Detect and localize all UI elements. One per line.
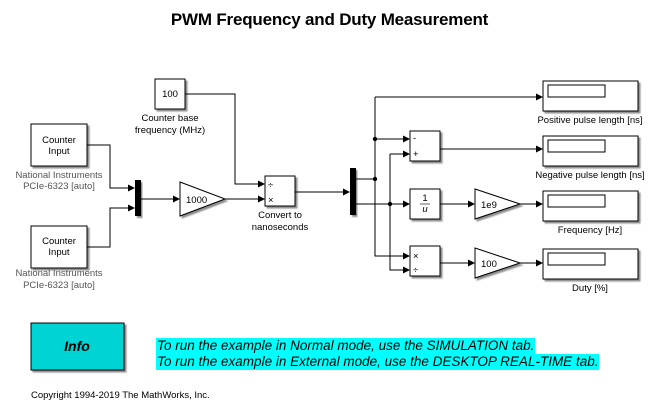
counter-input-1-caption: National Instruments <box>15 170 102 181</box>
info-annotation: To run the example in Normal mode, use t… <box>156 338 600 370</box>
counter-input-1-label-line1: Counter <box>42 135 76 146</box>
wire-counter2-mux[interactable] <box>87 207 131 248</box>
counter-input-2-label-line2: Input <box>48 247 69 258</box>
gain-block-1e9[interactable]: 1e9 <box>474 188 522 220</box>
display-positive-pulse[interactable]: Positive pulse length [ns] <box>537 80 643 126</box>
counter-input-2-caption2: PCIe-6323 [auto] <box>23 280 95 291</box>
reciprocal-denominator: u <box>422 204 428 215</box>
subtract-minus-port: - <box>413 133 416 144</box>
display-negative-pulse[interactable]: Negative pulse length [ns] <box>535 135 645 181</box>
counter-input-2-caption: National Instruments <box>15 268 102 279</box>
info-button[interactable]: Info <box>30 322 125 371</box>
info-line-normal-mode: To run the example in Normal mode, use t… <box>156 338 536 354</box>
signal-lines <box>87 93 543 274</box>
gain-block-1000[interactable]: 1000 <box>179 181 227 217</box>
gain-100-value: 100 <box>481 259 497 270</box>
counter-input-1-caption2: PCIe-6323 [auto] <box>23 181 95 192</box>
convert-divide-port: ÷ <box>268 180 273 191</box>
convert-caption2: nanoseconds <box>252 222 309 233</box>
reciprocal-block[interactable]: 1 u <box>409 188 441 220</box>
mux-block[interactable] <box>135 180 141 216</box>
counter-input-block-2[interactable]: Counter Input National Instruments PCIe-… <box>15 225 103 291</box>
gain-block-100[interactable]: 100 <box>474 247 522 279</box>
wire-constant-convert[interactable] <box>185 93 260 185</box>
display-duty[interactable]: Duty [%] <box>542 248 639 294</box>
subtract-plus-port: + <box>413 149 419 160</box>
gain-1e9-value: 1e9 <box>481 200 497 211</box>
counter-input-block-1[interactable]: Counter Input National Instruments PCIe-… <box>15 123 103 192</box>
display-negative-caption: Negative pulse length [ns] <box>535 170 644 181</box>
display-positive-caption: Positive pulse length [ns] <box>537 115 642 126</box>
info-button-label: Info <box>64 338 90 354</box>
copyright-notice: Copyright 1994-2019 The MathWorks, Inc. <box>31 390 210 401</box>
display-frequency-caption: Frequency [Hz] <box>558 225 622 236</box>
model-title: PWM Frequency and Duty Measurement <box>170 10 489 29</box>
duty-product-block[interactable]: × ÷ <box>409 245 441 277</box>
display-readout <box>547 139 606 153</box>
constant-value: 100 <box>162 89 178 100</box>
duty-multiply-port: × <box>413 251 419 262</box>
convert-multiply-port: × <box>268 195 274 206</box>
subtract-block[interactable]: - + <box>409 130 441 162</box>
duty-divide-port: ÷ <box>413 265 418 276</box>
counter-input-2-label-line1: Counter <box>42 236 76 247</box>
info-line-external-mode: To run the example in External mode, use… <box>156 354 600 370</box>
display-duty-caption: Duty [%] <box>572 283 608 294</box>
display-readout <box>547 194 606 208</box>
display-frequency[interactable]: Frequency [Hz] <box>542 190 639 236</box>
display-readout <box>547 84 606 98</box>
convert-product-block[interactable]: ÷ × Convert to nanoseconds <box>252 175 309 233</box>
display-readout <box>547 252 606 266</box>
gain-1000-value: 1000 <box>186 195 207 206</box>
wire-counter1-mux[interactable] <box>87 144 131 189</box>
constant-caption2: frequency (MHz) <box>135 125 205 136</box>
demux-block[interactable] <box>350 168 356 215</box>
reciprocal-numerator: 1 <box>422 193 427 204</box>
counter-input-1-label-line2: Input <box>48 146 69 157</box>
convert-caption: Convert to <box>258 210 302 221</box>
constant-block[interactable]: 100 Counter base frequency (MHz) <box>135 78 205 136</box>
constant-caption: Counter base <box>141 113 198 124</box>
